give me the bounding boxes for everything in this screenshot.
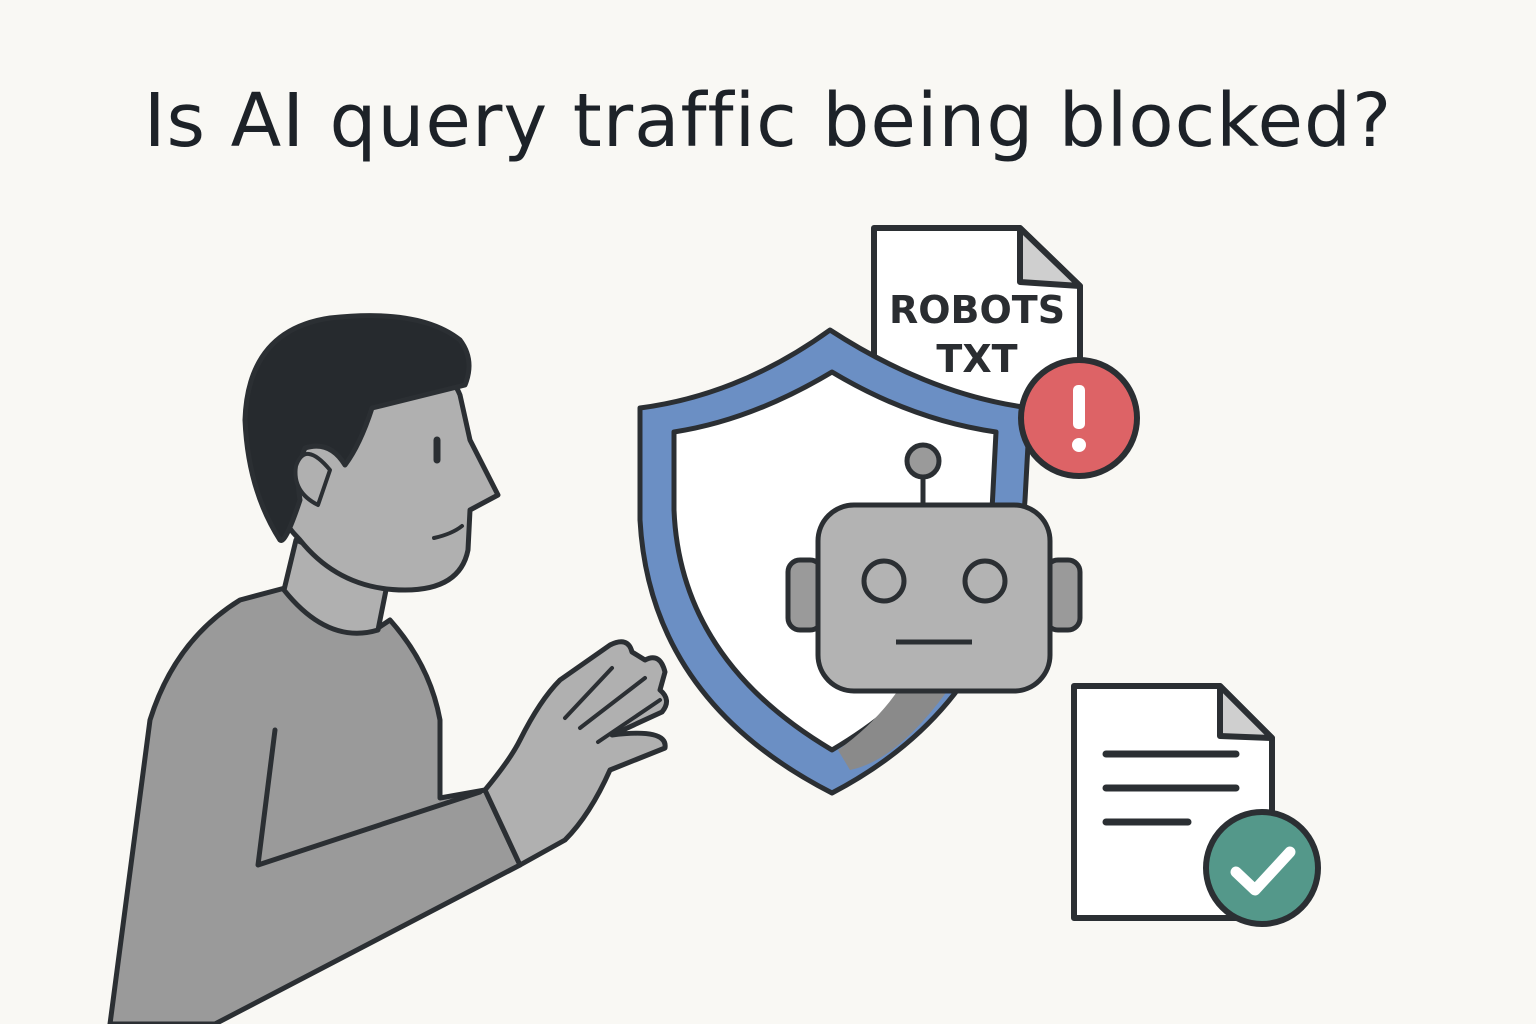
person-mouth xyxy=(432,524,464,540)
person-sleeve-fold xyxy=(255,727,483,868)
check-mark xyxy=(1230,846,1296,896)
robot-neck-shadow xyxy=(838,680,955,770)
robot-icon xyxy=(785,442,1083,770)
person-finger-lines xyxy=(563,666,662,744)
robot-eye-right xyxy=(962,558,1008,604)
document-text-lines xyxy=(1102,750,1240,826)
document-corner-fold xyxy=(1217,683,1275,741)
robots-doc-line2: TXT xyxy=(936,337,1017,381)
exclamation-alert-icon xyxy=(1018,357,1140,479)
person-neck xyxy=(281,537,391,636)
alert-exclamation-bar xyxy=(1073,385,1085,429)
person-hair xyxy=(242,313,472,543)
robots-doc-corner-fold xyxy=(1017,225,1083,289)
check-badge-circle xyxy=(1203,809,1321,927)
alert-exclamation-dot xyxy=(1072,438,1086,452)
robot-eye-left xyxy=(861,558,907,604)
robot-antenna-ball xyxy=(904,442,942,480)
person-illustration xyxy=(107,313,669,1024)
robot-head xyxy=(815,502,1053,694)
robots-doc-line1: ROBOTS xyxy=(889,288,1065,332)
checkmark-badge-icon xyxy=(1203,809,1321,927)
headline: Is AI query traffic being blocked? xyxy=(143,78,1393,164)
person-shirt xyxy=(107,585,523,1024)
robots-txt-document: ROBOTS TXT xyxy=(871,225,1083,423)
person-ear xyxy=(293,452,332,507)
person-hand xyxy=(482,639,669,868)
